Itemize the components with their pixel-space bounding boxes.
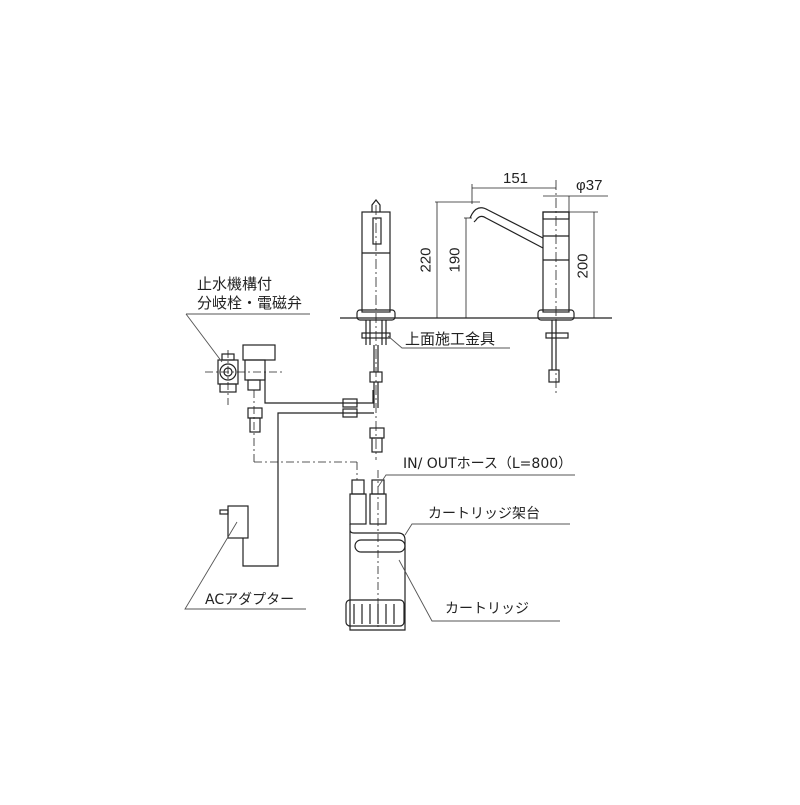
right-faucet-body [469,207,575,383]
cartridge-stand-label: カートリッジ架台 [428,506,540,522]
cartridge-assembly [345,479,406,631]
splitter-valve [205,344,285,433]
hose-lines [264,372,374,560]
ac-adapter-shape [219,505,279,567]
dim-spout-outlet-height: 190 [446,247,464,273]
cartridge-label: カートリッジ [445,601,529,617]
dim-spout-height-top: 220 [417,247,435,273]
in-out-hose-label: IN/ OUTホース（L=800） [403,456,573,472]
dim-spout-reach: 151 [503,170,529,187]
top-mount-hardware-label: 上面施工金具 [405,330,496,348]
leader-lines [184,313,575,622]
ac-adapter-label: ACアダプター [205,592,295,608]
dim-body-height: 200 [574,253,592,279]
left-faucet-body [356,199,396,408]
shutoff-valve-label-line1: 止水機構付 [197,275,273,293]
shutoff-valve-label-line2: 分岐栓・電磁弁 [197,294,303,312]
dimension-lines [435,184,608,318]
dim-body-diameter: φ37 [576,177,603,194]
